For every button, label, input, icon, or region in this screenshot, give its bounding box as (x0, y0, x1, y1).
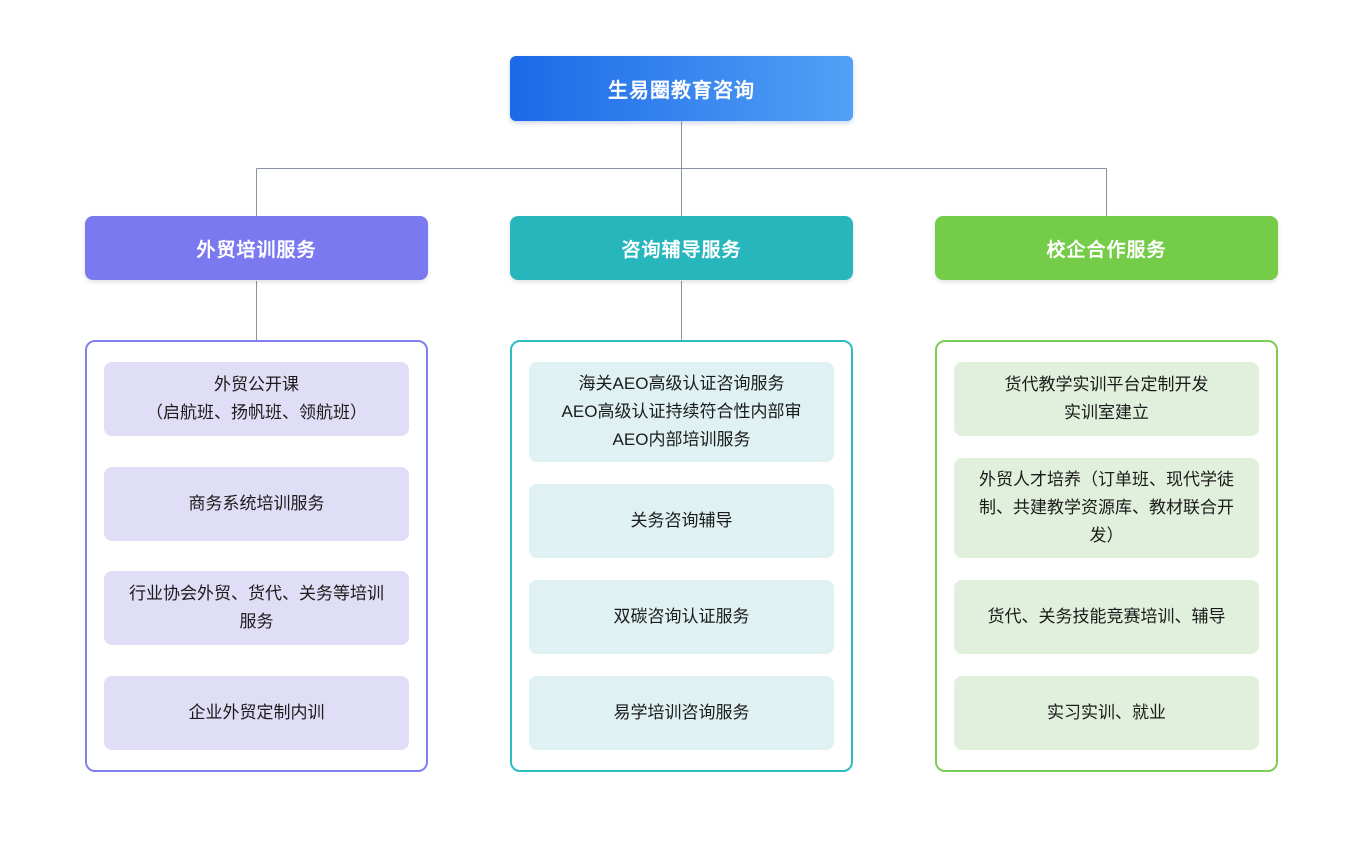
branch-header-label: 外贸培训服务 (196, 239, 317, 261)
service-item: 海关AEO高级认证咨询服务 AEO高级认证持续符合性内部审 AEO内部培训服务 (529, 362, 834, 462)
service-item: 货代、关务技能竞赛培训、辅导 (954, 580, 1259, 654)
service-item-label: 实习实训、就业 (1047, 703, 1166, 722)
service-item: 实习实训、就业 (954, 676, 1259, 750)
service-item-label: 关务咨询辅导 (630, 511, 733, 530)
service-item: 关务咨询辅导 (529, 484, 834, 558)
root-node: 生易圈教育咨询 (510, 56, 853, 121)
branch-header-label: 咨询辅导服务 (621, 239, 742, 261)
service-item: 行业协会外贸、货代、关务等培训服务 (104, 571, 409, 646)
service-item-label: 易学培训咨询服务 (613, 703, 750, 722)
branch-consulting-coaching: 咨询辅导服务海关AEO高级认证咨询服务 AEO高级认证持续符合性内部审 AEO内… (510, 216, 853, 772)
branch-panel-consulting-coaching: 海关AEO高级认证咨询服务 AEO高级认证持续符合性内部审 AEO内部培训服务关… (510, 340, 853, 772)
service-item: 外贸公开课 （启航班、扬帆班、领航班） (104, 362, 409, 436)
service-item-label: 行业协会外贸、货代、关务等培训服务 (129, 584, 384, 632)
service-item-label: 货代教学实训平台定制开发 实训室建立 (1004, 375, 1209, 422)
service-item-label: 海关AEO高级认证咨询服务 AEO高级认证持续符合性内部审 AEO内部培训服务 (561, 374, 802, 449)
branch-school-enterprise-cooperation: 校企合作服务货代教学实训平台定制开发 实训室建立外贸人才培养（订单班、现代学徒制… (935, 216, 1278, 772)
service-item: 双碳咨询认证服务 (529, 580, 834, 654)
service-item: 外贸人才培养（订单班、现代学徒制、共建教学资源库、教材联合开发） (954, 458, 1259, 558)
service-item-label: 外贸人才培养（订单班、现代学徒制、共建教学资源库、教材联合开发） (979, 470, 1234, 545)
service-item: 易学培训咨询服务 (529, 676, 834, 750)
root-node-label: 生易圈教育咨询 (608, 80, 755, 102)
branch-panel-foreign-trade-training: 外贸公开课 （启航班、扬帆班、领航班） 商务系统培训服务行业协会外贸、货代、关务等… (85, 340, 428, 772)
service-item: 商务系统培训服务 (104, 466, 409, 541)
service-item: 企业外贸定制内训 (104, 675, 409, 750)
branch-foreign-trade-training: 外贸培训服务外贸公开课 （启航班、扬帆班、领航班） 商务系统培训服务行业协会外贸、… (85, 216, 428, 772)
branch-header-foreign-trade-training: 外贸培训服务 (85, 216, 428, 280)
service-item: 货代教学实训平台定制开发 实训室建立 (954, 362, 1259, 436)
branch-panel-school-enterprise-cooperation: 货代教学实训平台定制开发 实训室建立外贸人才培养（订单班、现代学徒制、共建教学资… (935, 340, 1278, 772)
branch-header-label: 校企合作服务 (1046, 239, 1167, 261)
service-item-label: 外贸公开课 （启航班、扬帆班、领航班） (146, 375, 367, 422)
service-item-label: 双碳咨询认证服务 (613, 607, 750, 626)
service-item-label: 商务系统培训服务 (188, 493, 325, 513)
service-item-label: 企业外贸定制内训 (188, 702, 325, 722)
branch-header-school-enterprise-cooperation: 校企合作服务 (935, 216, 1278, 280)
connector-path (256, 121, 1107, 340)
service-item-label: 货代、关务技能竞赛培训、辅导 (987, 607, 1226, 626)
branch-header-consulting-coaching: 咨询辅导服务 (510, 216, 853, 280)
